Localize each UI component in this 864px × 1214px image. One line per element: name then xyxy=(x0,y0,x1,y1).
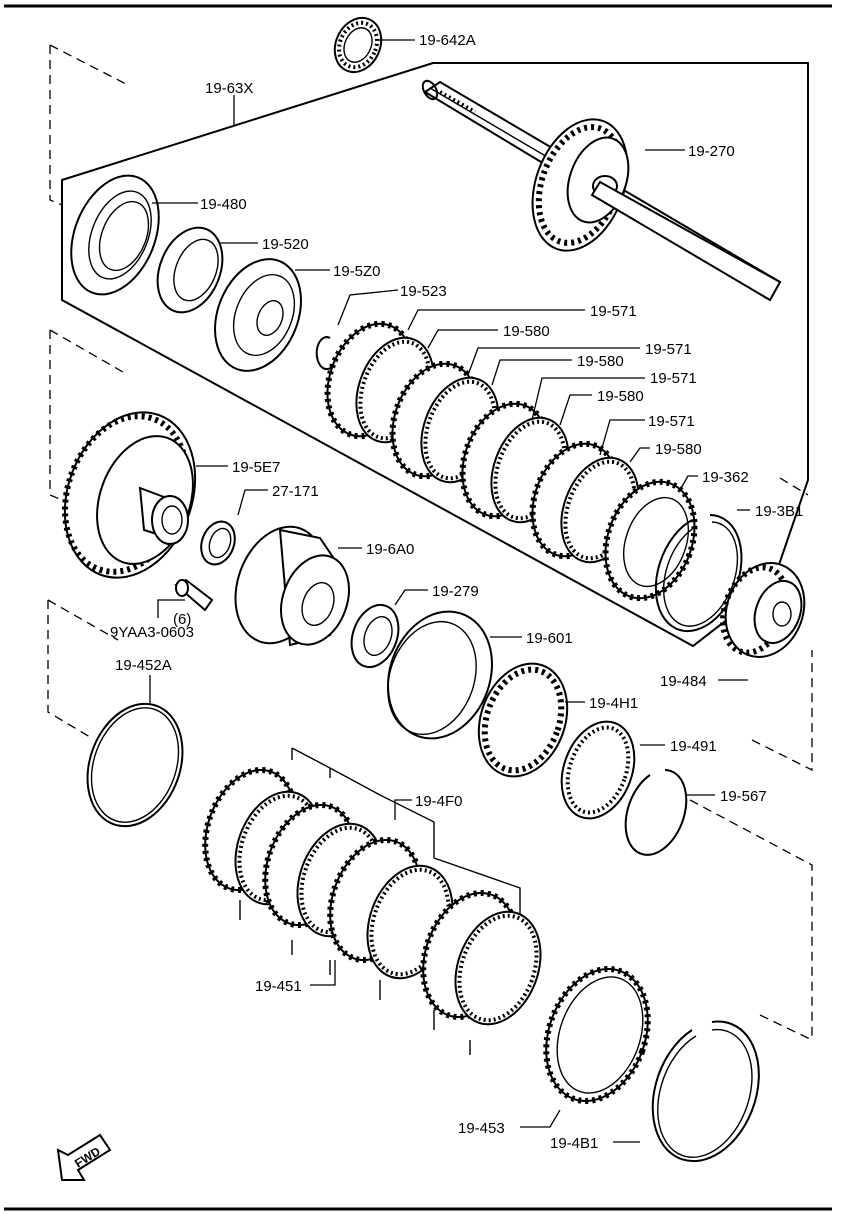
part-gear-5e7[interactable] xyxy=(43,394,218,596)
label-480[interactable]: 19-480 xyxy=(200,196,247,213)
part-clutch-pack-4f0[interactable] xyxy=(189,747,555,1055)
label-4f0[interactable]: 19-4F0 xyxy=(415,793,463,810)
label-580-2[interactable]: 19-580 xyxy=(577,353,624,370)
label-4h1[interactable]: 19-4H1 xyxy=(589,695,638,712)
guide-lines xyxy=(47,329,813,1041)
label-9yaa3-0603[interactable]: 9YAA3-0603 xyxy=(110,624,194,641)
part-seal-ring-452a[interactable] xyxy=(71,690,199,839)
part-plate-362[interactable] xyxy=(590,469,710,610)
label-452a[interactable]: 19-452A xyxy=(115,657,172,674)
label-279[interactable]: 19-279 xyxy=(432,583,479,600)
part-ring-27-171[interactable] xyxy=(195,517,240,569)
part-seal-279[interactable] xyxy=(343,598,406,673)
label-601[interactable]: 19-601 xyxy=(526,630,573,647)
label-quantity-6: (6) xyxy=(173,611,191,628)
part-hub-484[interactable] xyxy=(712,552,817,668)
label-642a[interactable]: 19-642A xyxy=(419,32,476,49)
label-5e7[interactable]: 19-5E7 xyxy=(232,459,280,476)
label-571-2[interactable]: 19-571 xyxy=(645,341,692,358)
label-580-4[interactable]: 19-580 xyxy=(655,441,702,458)
part-bolt-9yaa3[interactable] xyxy=(174,578,214,612)
part-snap-ring-3b1[interactable] xyxy=(654,514,743,632)
part-thrust-bearing-642a[interactable] xyxy=(326,10,390,79)
label-571-4[interactable]: 19-571 xyxy=(648,413,695,430)
part-labels: 19-642A 19-63X 19-270 19-480 19-520 19-5… xyxy=(110,32,803,1152)
label-571-1[interactable]: 19-571 xyxy=(590,303,637,320)
label-27-171[interactable]: 27-171 xyxy=(272,483,319,500)
leader-lines xyxy=(149,39,750,1143)
label-484[interactable]: 19-484 xyxy=(660,673,707,690)
part-drum-601[interactable] xyxy=(371,597,509,753)
fwd-arrow-icon: FWD xyxy=(56,1133,112,1181)
label-6a0[interactable]: 19-6A0 xyxy=(366,541,414,558)
label-523[interactable]: 19-523 xyxy=(400,283,447,300)
label-451[interactable]: 19-451 xyxy=(255,978,302,995)
part-cover-480[interactable] xyxy=(55,163,176,308)
part-snap-ring-4b1[interactable] xyxy=(651,1020,760,1163)
part-piston-5z0[interactable] xyxy=(199,246,317,384)
label-270[interactable]: 19-270 xyxy=(688,143,735,160)
label-362[interactable]: 19-362 xyxy=(702,469,749,486)
label-520[interactable]: 19-520 xyxy=(262,236,309,253)
part-spring-4h1[interactable] xyxy=(464,651,583,789)
part-carrier-6a0[interactable] xyxy=(220,514,361,655)
label-580-1[interactable]: 19-580 xyxy=(503,323,550,340)
part-clutch-plates-upper[interactable] xyxy=(313,312,653,573)
label-567[interactable]: 19-567 xyxy=(720,788,767,805)
part-retainer-491[interactable] xyxy=(549,711,647,828)
part-plate-453[interactable] xyxy=(529,955,666,1116)
label-580-3[interactable]: 19-580 xyxy=(597,388,644,405)
label-3b1[interactable]: 19-3B1 xyxy=(755,503,803,520)
part-snap-ring-523[interactable] xyxy=(315,336,336,371)
label-5z0[interactable]: 19-5Z0 xyxy=(333,263,381,280)
part-snap-ring-567[interactable] xyxy=(624,769,688,856)
part-shaft-drum-270[interactable] xyxy=(420,78,782,302)
label-63x[interactable]: 19-63X xyxy=(205,80,253,97)
label-571-3[interactable]: 19-571 xyxy=(650,370,697,387)
label-4b1[interactable]: 19-4B1 xyxy=(550,1135,598,1152)
part-ring-520[interactable] xyxy=(146,218,235,322)
assembly-outline-63x xyxy=(49,44,809,648)
label-491[interactable]: 19-491 xyxy=(670,738,717,755)
label-453[interactable]: 19-453 xyxy=(458,1120,505,1137)
